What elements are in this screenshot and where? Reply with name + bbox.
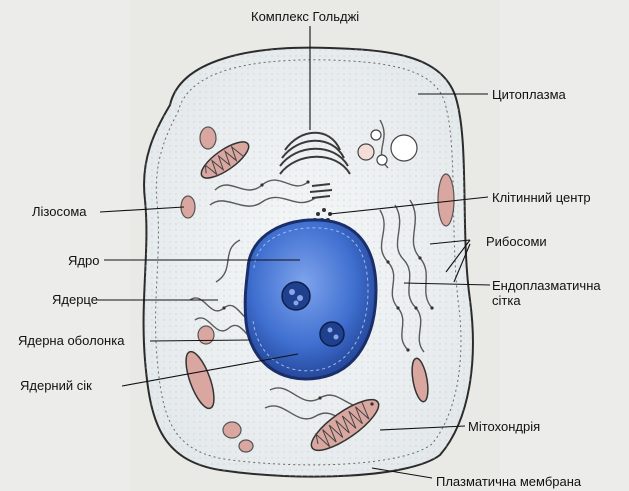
nucleus (245, 220, 376, 379)
label-nucleoplasm: Ядерний сік (20, 378, 92, 393)
label-nuclear-envelope: Ядерна оболонка (18, 333, 124, 348)
label-lysosome: Лізосома (32, 204, 87, 219)
label-er: Ендоплазматична сітка (492, 278, 612, 308)
label-ribosomes: Рибосоми (486, 234, 547, 249)
label-nucleus: Ядро (68, 253, 99, 268)
label-cell-center: Клітинний центр (492, 190, 591, 205)
label-mitochondrion: Мітохондрія (468, 419, 540, 434)
label-golgi: Комплекс Гольджі (251, 9, 359, 24)
label-cytoplasm: Цитоплазма (492, 87, 566, 102)
label-nucleolus: Ядерце (52, 292, 98, 307)
label-plasma-membrane: Плазматична мембрана (436, 474, 581, 489)
